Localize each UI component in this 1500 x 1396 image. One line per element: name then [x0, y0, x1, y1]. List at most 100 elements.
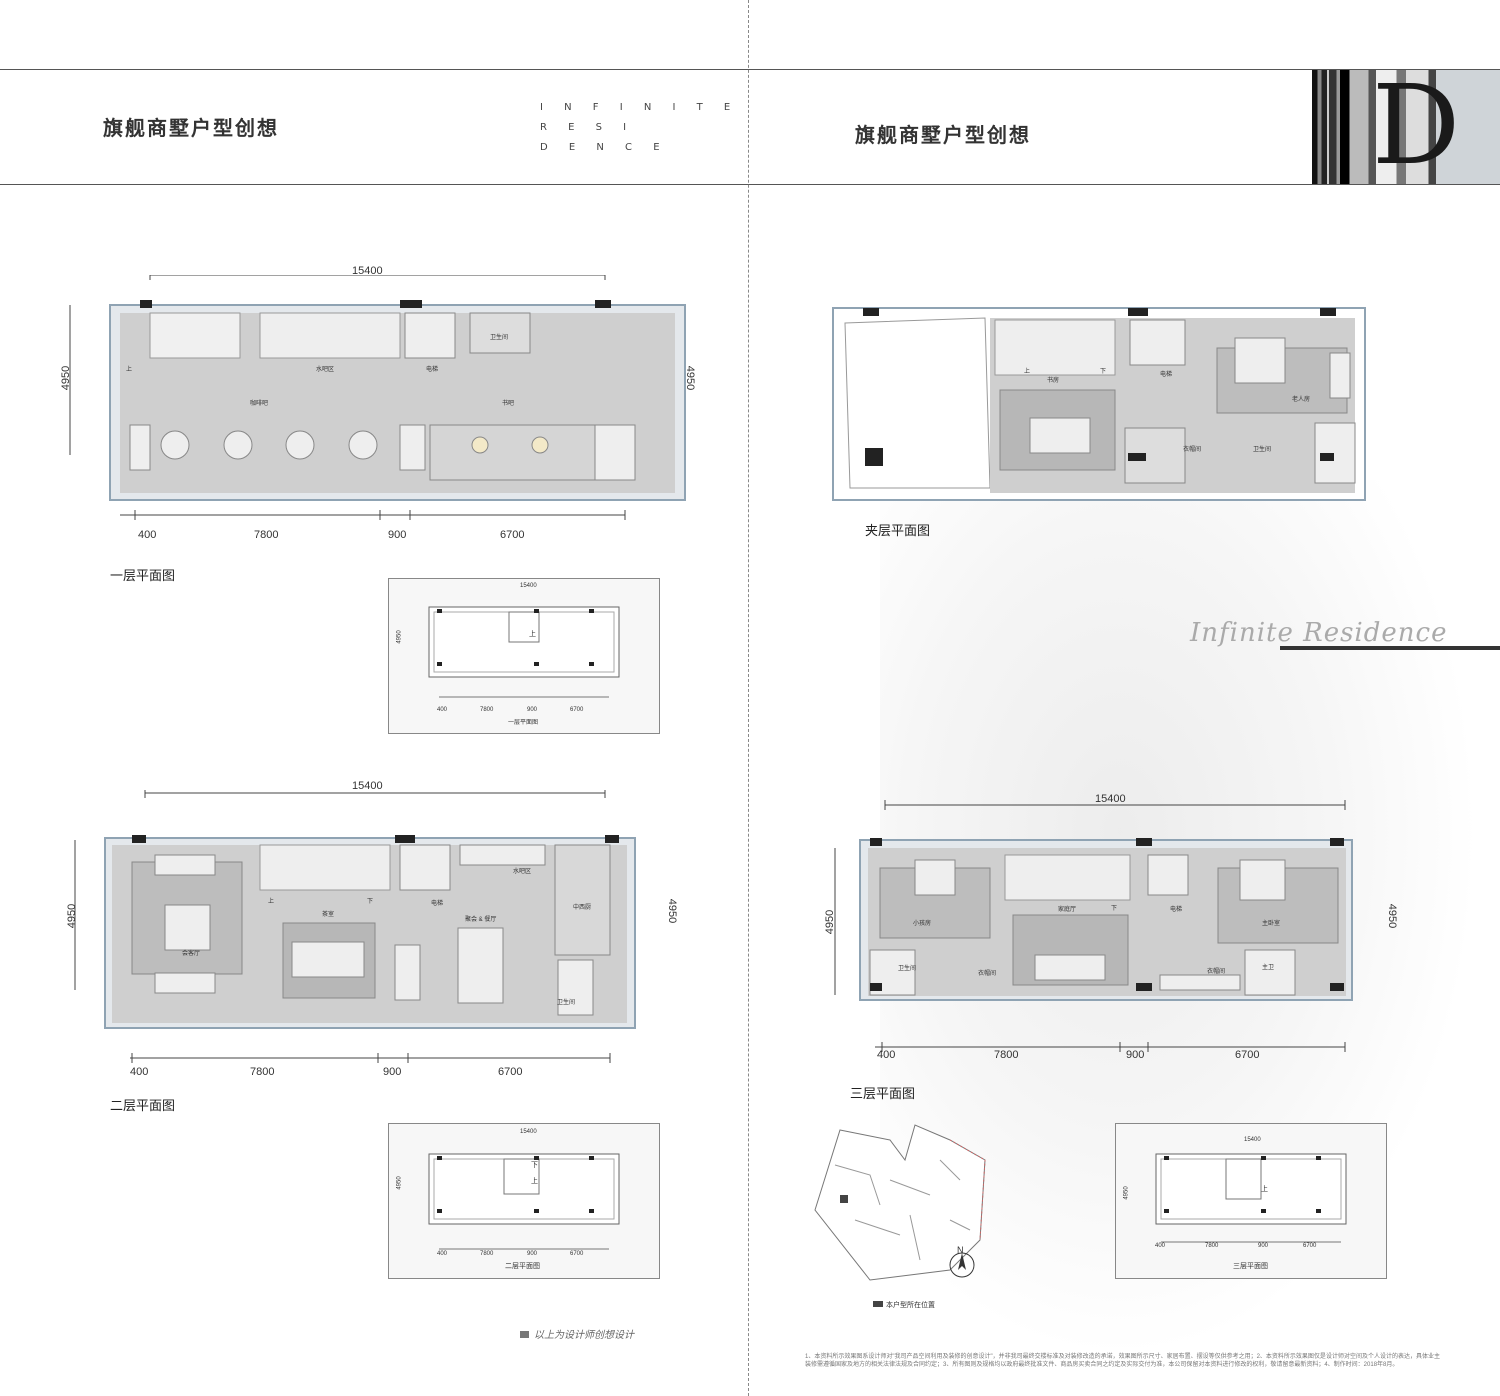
right-page-title: 旗舰商墅户型创想	[855, 123, 1031, 147]
f3-right-dim: 4950	[1386, 903, 1399, 929]
k1-label: 一层平面图	[508, 720, 539, 726]
f3-top-dim: 15400	[1095, 793, 1126, 805]
f2-stair-up: 上	[268, 899, 275, 905]
f2-dim-c: 900	[383, 1066, 402, 1078]
f2-room-kitchen: 中西厨	[573, 905, 592, 911]
note-text: 以上为设计师创想设计	[534, 1330, 634, 1341]
site-plan	[814, 1124, 986, 1281]
f1-room-waterbar: 水吧区	[316, 367, 335, 373]
f3-room-wc: 卫生间	[898, 966, 917, 972]
header-top-rule	[0, 69, 1500, 70]
mz-stair-up: 上	[1024, 369, 1031, 375]
site-legend: 本户型所在位置	[873, 1300, 935, 1310]
f2-dim-b: 7800	[250, 1066, 275, 1078]
north-arrow-label: N	[957, 1245, 964, 1255]
f1-top-dim: 15400	[352, 265, 383, 277]
f1-room-bookbar: 书吧	[502, 401, 515, 407]
k1-up: 上	[529, 631, 536, 638]
f1-room-elevator: 电梯	[426, 367, 439, 373]
f2-room-living: 会客厅	[182, 951, 201, 957]
key-plan-1-drawing	[428, 606, 620, 698]
k3-top-dim: 15400	[1244, 1137, 1261, 1143]
f1-dim-b: 7800	[254, 529, 279, 541]
site-legend-text: 本户型所在位置	[886, 1302, 935, 1309]
k3-label: 三层平面图	[1233, 1263, 1268, 1270]
tagline-line-2: R E S I	[540, 122, 636, 133]
mezz-label: 夹层平面图	[865, 523, 931, 538]
f1-room-coffee: 咖啡吧	[250, 401, 269, 407]
f2-room-elevator: 电梯	[431, 901, 444, 907]
k2-dim-c: 900	[527, 1251, 538, 1257]
k1-dim-a: 400	[437, 707, 448, 713]
f3-room-master-bath: 主卫	[1262, 965, 1275, 971]
f2-stair-down: 下	[367, 899, 374, 905]
k2-side-dim: 4950	[396, 1176, 403, 1190]
f3-dim-d: 6700	[1235, 1049, 1260, 1061]
f2-dim-d: 6700	[498, 1066, 523, 1078]
mezz-plan	[832, 307, 1366, 501]
floor1-plan	[69, 275, 686, 520]
f2-room-dining: 聚会 & 餐厅	[465, 917, 497, 923]
tagline: I N F I N I T E R E S I D E N C E	[540, 98, 739, 158]
k2-down: 下	[531, 1162, 538, 1169]
mz-room-elevator: 电梯	[1160, 372, 1173, 378]
k2-up: 上	[531, 1178, 538, 1185]
k3-dim-b: 7800	[1205, 1243, 1219, 1249]
f1-label: 一层平面图	[110, 568, 176, 583]
key-plan-3	[1115, 1123, 1387, 1279]
f2-dim-a: 400	[130, 1066, 149, 1078]
header-bottom-rule	[0, 184, 1500, 185]
k3-dim-c: 900	[1258, 1243, 1269, 1249]
f1-dim-c: 900	[388, 529, 407, 541]
k1-side-dim: 4950	[396, 630, 403, 644]
k2-top-dim: 15400	[520, 1129, 537, 1135]
disclaimer: 1、本资料所示效果图系设计师对"我司产品空间利用及装修的创意设计"，并非我司最终…	[805, 1354, 1440, 1368]
mz-room-closet: 衣帽间	[1183, 447, 1202, 453]
script-underline	[1280, 646, 1500, 650]
k2-dim-a: 400	[437, 1251, 448, 1257]
f3-dim-c: 900	[1126, 1049, 1145, 1061]
f1-room-wc: 卫生间	[490, 335, 509, 341]
k2-dim-b: 7800	[480, 1251, 494, 1257]
k3-dim-d: 6700	[1303, 1243, 1317, 1249]
key-plan-2-drawing	[428, 1153, 620, 1250]
mz-room-study: 书房	[1047, 378, 1060, 384]
floor3-plan	[834, 800, 1353, 1052]
f2-room-waterbar: 水吧区	[513, 869, 532, 875]
f1-stair-up: 上	[126, 367, 133, 373]
key-plan-3-drawing	[1155, 1153, 1347, 1243]
key-plan-1	[388, 578, 660, 734]
f3-room-elevator: 电梯	[1170, 907, 1183, 913]
k3-side-dim: 4950	[1123, 1186, 1130, 1200]
k3-up: 上	[1261, 1186, 1268, 1193]
script-logo: Infinite Residence	[1190, 618, 1448, 648]
f3-room-closet-1: 衣帽间	[978, 971, 997, 977]
k1-dim-b: 7800	[480, 707, 494, 713]
f2-label: 二层平面图	[110, 1098, 176, 1113]
note-square-icon	[520, 1331, 529, 1338]
f3-dim-a: 400	[877, 1049, 896, 1061]
f3-dim-b: 7800	[994, 1049, 1019, 1061]
tagline-line-1: I N F I N I T E	[540, 102, 740, 113]
floor2-plan	[74, 790, 636, 1063]
f3-stair-down: 下	[1111, 906, 1118, 912]
f3-label: 三层平面图	[850, 1086, 916, 1101]
mz-stair-down: 下	[1100, 369, 1107, 375]
mz-room-wc: 卫生间	[1253, 447, 1272, 453]
f1-dim-d: 6700	[500, 529, 525, 541]
page-fold-line	[748, 0, 749, 1396]
k2-dim-d: 6700	[570, 1251, 584, 1257]
k2-label: 二层平面图	[505, 1263, 540, 1270]
key-plan-2	[388, 1123, 660, 1279]
f2-room-tea: 茶室	[322, 912, 335, 918]
left-page-title: 旗舰商墅户型创想	[103, 116, 279, 140]
site-legend-square-icon	[873, 1301, 883, 1307]
mz-room-elder: 老人房	[1292, 397, 1311, 403]
k1-dim-d: 6700	[570, 707, 584, 713]
f1-dim-a: 400	[138, 529, 157, 541]
f2-room-wc: 卫生间	[557, 1000, 576, 1006]
f3-room-family: 家庭厅	[1058, 907, 1077, 913]
k1-dim-c: 900	[527, 707, 538, 713]
f3-room-kid: 小孩房	[913, 921, 932, 927]
f3-room-closet-2: 衣帽间	[1207, 969, 1226, 975]
